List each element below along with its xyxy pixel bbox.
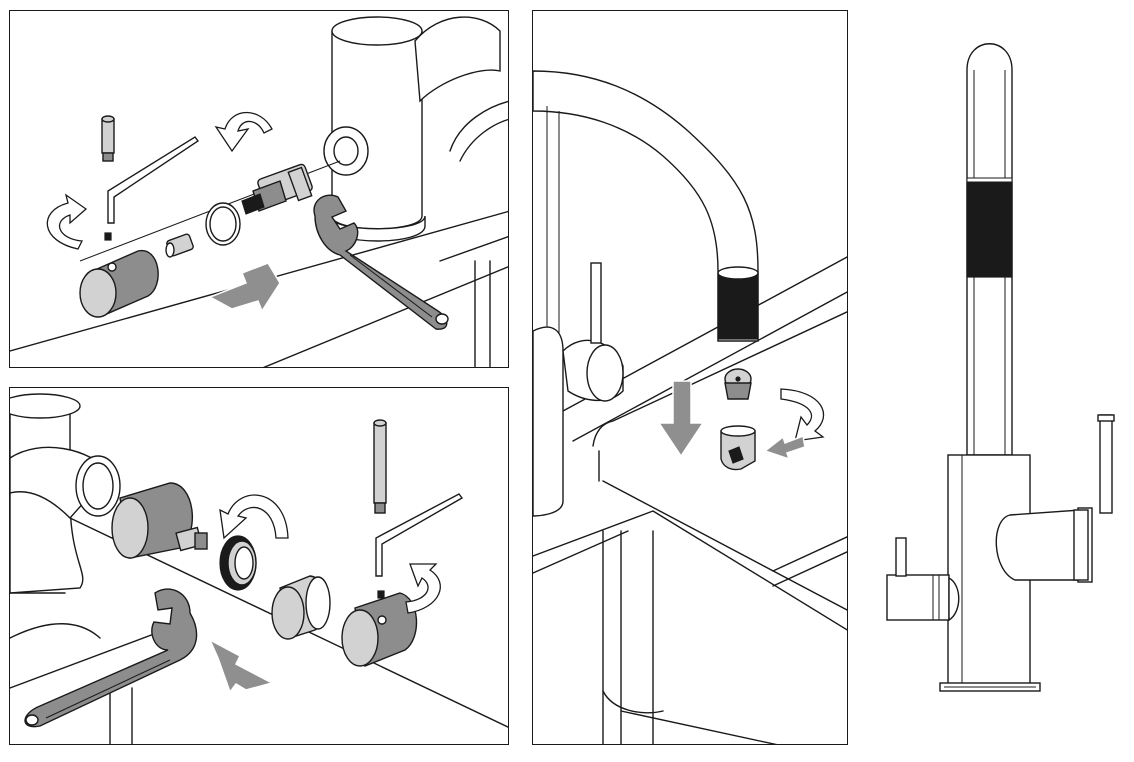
panel-2-cold-side-removal [9, 387, 509, 745]
insert-arrow [763, 434, 806, 461]
left-lever-housing [886, 574, 950, 621]
faucet-body [533, 326, 564, 517]
sink-rim [592, 311, 847, 447]
cartridge [241, 163, 313, 215]
sink-rim-front [263, 266, 508, 367]
sink-rim-inner [439, 235, 508, 262]
panel-3-aerator-removal [532, 10, 848, 745]
panel-1-cartridge-removal [9, 10, 509, 368]
grub-screw-hole [107, 262, 117, 272]
panel-4-illustration [886, 43, 1115, 692]
spanner [24, 588, 198, 728]
allen-key [107, 136, 200, 224]
down-arrow [657, 380, 705, 458]
panel-1-illustration [10, 16, 508, 367]
handle-knob [79, 250, 159, 318]
extension-pin [373, 419, 387, 514]
grub-screw-hole [377, 615, 387, 625]
spray-grip-band [966, 181, 1013, 278]
sink-bowl-curve [449, 100, 508, 152]
aerator-housing [720, 425, 756, 471]
spray-head-grip [717, 272, 759, 340]
rotate-arrow-left [46, 193, 88, 250]
aerator [724, 368, 752, 400]
extension-pin [101, 115, 115, 162]
cartridge [111, 482, 208, 559]
rotate-arrow-right [405, 563, 441, 614]
pull-out-arrow [208, 262, 281, 313]
spindle-adapter [165, 233, 194, 258]
right-lever-rod [1099, 414, 1113, 514]
grub-screw [377, 590, 385, 599]
left-lever-rod [895, 537, 907, 577]
cartridge-spindle [241, 193, 265, 215]
right-lever-housing [995, 509, 1081, 581]
grub-screw [104, 232, 112, 241]
rotate-arrow-top [219, 494, 289, 540]
pull-out-arrow [208, 638, 275, 694]
allen-key [375, 493, 464, 577]
lever-rod [590, 262, 602, 344]
rotate-arrow-top [214, 112, 273, 153]
spanner [313, 194, 449, 330]
panel-4-assembled-faucet [870, 10, 1125, 745]
faucet-side-lever-body [414, 16, 501, 103]
rotate-arrow-right [780, 388, 825, 442]
sleeve [271, 575, 331, 640]
panel-2-illustration [10, 393, 508, 744]
handle-knob [341, 592, 418, 667]
panel-3-illustration [533, 70, 847, 744]
sink-inner-edge [602, 480, 847, 611]
